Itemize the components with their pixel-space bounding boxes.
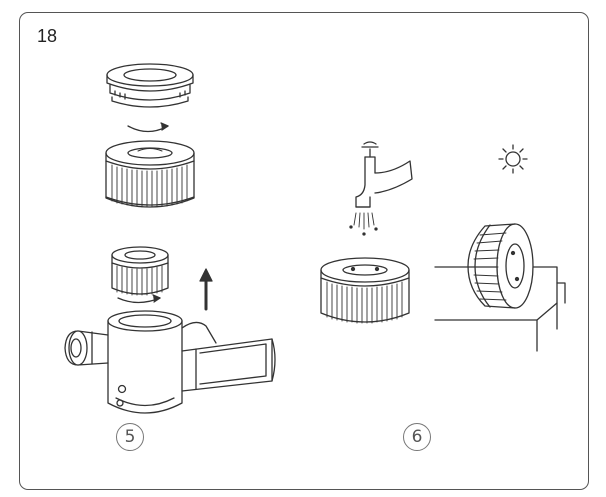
washed-filter <box>321 258 409 323</box>
hepa-filter-small <box>112 247 168 295</box>
page-number: 18 <box>37 26 58 46</box>
drying-filter <box>468 224 533 308</box>
instruction-panel: 18 <box>19 12 589 490</box>
up-arrow-icon <box>200 269 212 309</box>
vacuum-body <box>65 311 275 413</box>
step-6-label: 6 <box>403 423 431 451</box>
rotate-arrow-icon-2 <box>118 295 160 303</box>
assembly-illustration <box>20 13 590 491</box>
hepa-filter-top <box>106 141 194 207</box>
rotate-arrow-icon <box>128 123 168 132</box>
sun-icon <box>499 145 527 173</box>
step-5-label: 5 <box>116 423 144 451</box>
filter-cap <box>107 64 193 107</box>
faucet-icon <box>350 142 412 235</box>
